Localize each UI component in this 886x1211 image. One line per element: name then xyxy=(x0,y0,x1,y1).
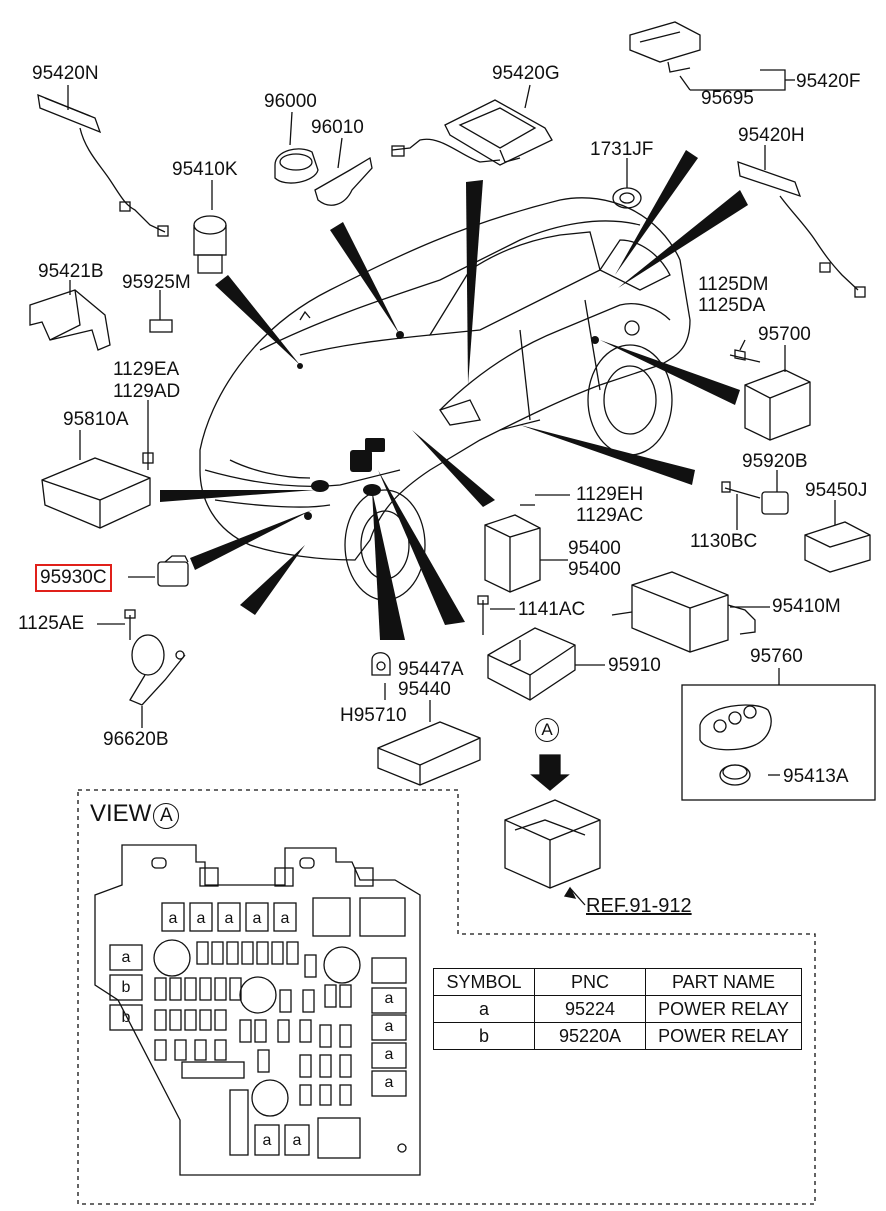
table-row: a 95224 POWER RELAY xyxy=(433,995,802,1023)
label-1125DA: 1125DA xyxy=(698,295,766,316)
label-1141AC: 1141AC xyxy=(518,599,586,620)
horn-96620b xyxy=(129,634,186,706)
fuse-letter-a: a xyxy=(384,1046,394,1063)
fuse-panel xyxy=(94,844,421,1176)
down-arrow xyxy=(530,754,570,791)
module-95700 xyxy=(729,349,811,441)
label-95925M: 95925M xyxy=(122,272,191,293)
symbol-table: SYMBOL PNC PART NAME a 95224 POWER RELAY… xyxy=(433,968,802,1050)
label-95420G: 95420G xyxy=(492,63,560,84)
table-cell: a xyxy=(433,995,535,1023)
table-header-row: SYMBOL PNC PART NAME xyxy=(433,968,802,996)
label-96010: 96010 xyxy=(311,117,364,138)
label-H95710: H95710 xyxy=(340,705,407,726)
label-95420N: 95420N xyxy=(32,63,99,84)
table-cell: POWER RELAY xyxy=(645,995,802,1023)
button-95410k xyxy=(193,215,227,274)
label-1129AC: 1129AC xyxy=(576,505,644,526)
module-95810a xyxy=(41,440,154,529)
table-cell: 95220A xyxy=(534,1022,646,1050)
label-95910: 95910 xyxy=(608,655,661,676)
label-95930C: 95930C xyxy=(35,564,112,592)
module-95400 xyxy=(484,504,541,593)
label-95760: 95760 xyxy=(750,646,803,667)
table-row: b 95220A POWER RELAY xyxy=(433,1022,802,1050)
table-header: PNC xyxy=(534,968,646,996)
car-outline xyxy=(199,197,691,601)
label-95450J: 95450J xyxy=(805,480,868,501)
label-1125DM: 1125DM xyxy=(698,274,769,295)
fuse-letter-a: a xyxy=(252,910,262,927)
label-1130BC: 1130BC xyxy=(690,531,758,552)
fuse-letter-a: a xyxy=(384,1018,394,1035)
grommet-1731jf xyxy=(612,187,642,209)
fuse-letter-a: a xyxy=(384,990,394,1007)
bolt-1141ac xyxy=(477,595,489,635)
view-title-text: VIEW xyxy=(90,800,152,827)
label-95410M: 95410M xyxy=(772,596,841,617)
label-95400-b: 95400 xyxy=(568,559,621,580)
label-95695: 95695 xyxy=(701,88,754,109)
fuse-letter-a: a xyxy=(168,910,178,927)
fuse-letter-b: b xyxy=(121,979,131,996)
table-cell: 95224 xyxy=(534,995,646,1023)
label-1129EH: 1129EH xyxy=(576,484,644,505)
label-95925m xyxy=(149,319,173,333)
fuse-box-3d xyxy=(504,799,601,889)
label-95920B: 95920B xyxy=(742,451,808,472)
sensor-h95710 xyxy=(371,652,391,676)
label-96000: 96000 xyxy=(264,91,317,112)
module-95440 xyxy=(377,721,481,786)
table-header: PART NAME xyxy=(645,968,802,996)
table-cell: b xyxy=(433,1022,535,1050)
label-95421B: 95421B xyxy=(38,261,104,282)
view-title-marker: A xyxy=(153,803,180,829)
module-95410m xyxy=(611,571,756,653)
fuse-letter-a: a xyxy=(262,1132,272,1149)
label-95440: 95440 xyxy=(398,679,451,700)
view-marker-arrow: A xyxy=(535,718,559,742)
label-96620B: 96620B xyxy=(103,729,169,750)
antenna-95420h xyxy=(737,161,866,298)
reference-link[interactable]: REF.91-912 xyxy=(586,895,692,917)
fuse-letter-a: a xyxy=(196,910,206,927)
label-1125AE: 1125AE xyxy=(18,613,85,634)
table-header: SYMBOL xyxy=(433,968,535,996)
module-95910 xyxy=(487,627,576,701)
label-1731JF: 1731JF xyxy=(590,139,654,160)
label-95810A: 95810A xyxy=(63,409,129,430)
antenna-95420g xyxy=(391,99,553,166)
sensor-96000 xyxy=(274,148,319,184)
sensor-95920b xyxy=(721,481,789,515)
table-cell: POWER RELAY xyxy=(645,1022,802,1050)
label-95420H: 95420H xyxy=(738,125,805,146)
label-95420F: 95420F xyxy=(796,71,861,92)
sensor-95930c xyxy=(157,555,189,587)
label-95700: 95700 xyxy=(758,324,811,345)
fuse-letter-a: a xyxy=(280,910,290,927)
label-95410K: 95410K xyxy=(172,159,238,180)
view-frame xyxy=(77,789,816,1205)
bracket-95421b xyxy=(29,289,111,351)
leader-wedges xyxy=(160,150,748,640)
antenna-95420n xyxy=(37,93,169,237)
label-95447A: 95447A xyxy=(398,659,464,680)
label-1129AD: 1129AD xyxy=(113,381,181,402)
fuse-letter-a: a xyxy=(224,910,234,927)
fuse-letter-a: a xyxy=(384,1074,394,1091)
label-95400-a: 95400 xyxy=(568,538,621,559)
fuse-letter-a: a xyxy=(121,949,131,966)
module-95450j xyxy=(804,521,871,573)
label-1129EA: 1129EA xyxy=(113,359,180,380)
fuse-letter-b: b xyxy=(121,1009,131,1026)
label-95413A: 95413A xyxy=(783,766,849,787)
cover-96010 xyxy=(314,156,373,206)
antenna-95420f xyxy=(629,21,701,73)
fuse-letter-a: a xyxy=(292,1132,302,1149)
